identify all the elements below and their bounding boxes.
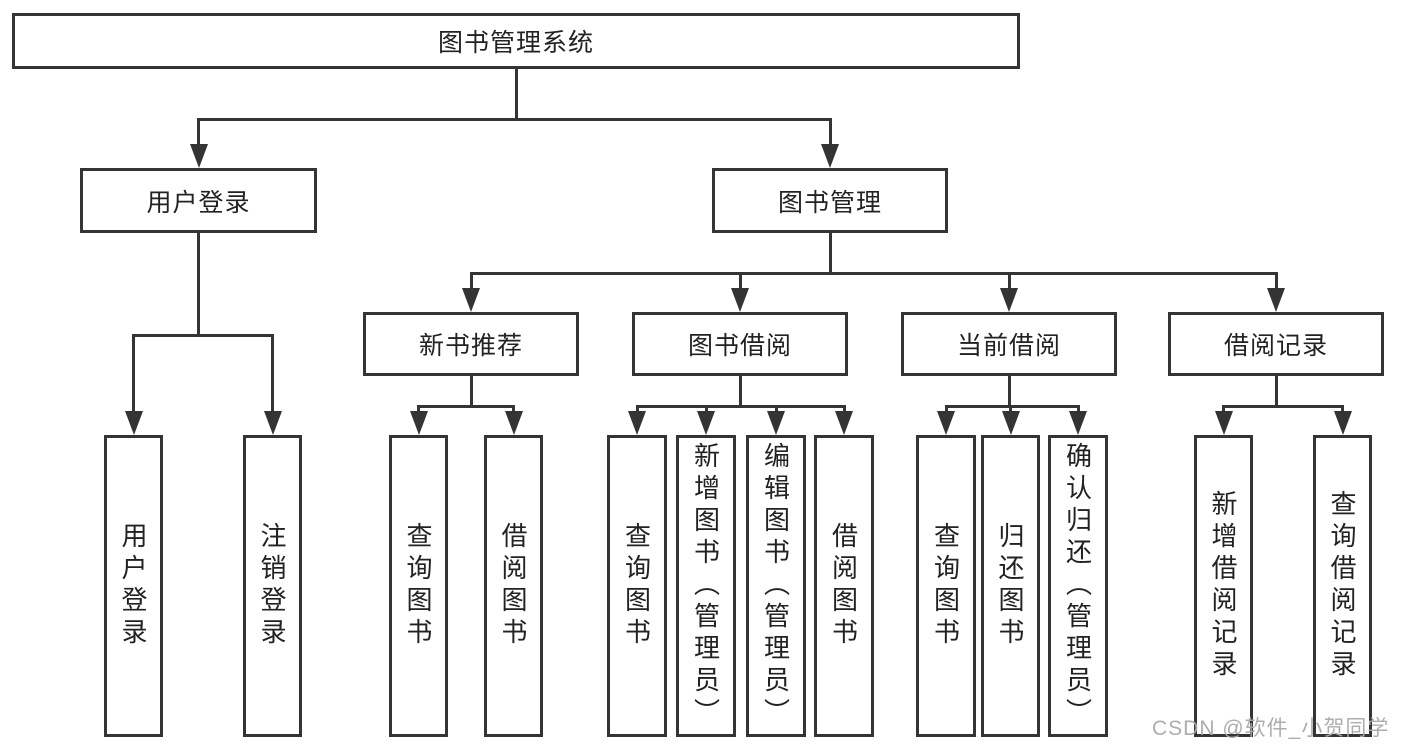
node-login: 用户登录 <box>104 435 163 737</box>
node-borrow-records: 借阅记录 <box>1168 312 1384 376</box>
node-label-login: 用户登录 <box>118 522 148 650</box>
node-br-query: 查询借阅记录 <box>1313 435 1372 737</box>
connector-drop-br-query <box>1341 406 1344 413</box>
connector-drop-nbr-borrow <box>512 406 515 413</box>
arrowhead-br-query <box>1333 411 1352 435</box>
connector-drop-user-login <box>197 119 200 146</box>
node-label-root: 图书管理系统 <box>437 29 594 57</box>
arrowhead-logout <box>263 411 282 435</box>
arrowhead-bb-query <box>628 411 646 435</box>
node-nbr-query: 查询图书 <box>389 435 448 737</box>
node-cb-confirm: 确认归还（管理员） <box>1048 435 1108 737</box>
arrowhead-book-borrow <box>731 288 749 312</box>
node-logout: 注销登录 <box>243 435 302 737</box>
arrowhead-login <box>124 411 143 435</box>
connector-stem-borrow-records <box>1274 376 1278 406</box>
connector-drop-borrow-records <box>1274 273 1278 290</box>
node-cb-query: 查询图书 <box>916 435 976 737</box>
arrowhead-bb-edit <box>767 411 785 435</box>
arrowhead-cb-query <box>937 411 955 435</box>
node-new-book-rec: 新书推荐 <box>363 312 579 376</box>
arrowhead-bb-borrow <box>835 411 853 435</box>
connector-rail-book-borrow <box>635 404 846 408</box>
node-nbr-borrow: 借阅图书 <box>484 435 543 737</box>
connector-stem-root <box>514 69 518 119</box>
node-label-current-borrow: 当前借阅 <box>956 332 1061 360</box>
connector-drop-new-book-rec <box>469 273 473 290</box>
arrowhead-nbr-borrow <box>504 411 523 435</box>
connector-drop-cb-query <box>944 406 948 413</box>
node-label-nbr-query: 查询图书 <box>403 522 433 650</box>
node-book-mgmt: 图书管理 <box>712 168 948 233</box>
node-label-bb-borrow: 借阅图书 <box>828 522 859 650</box>
arrowhead-cb-return <box>1001 411 1020 435</box>
connector-stem-current-borrow <box>1007 376 1011 406</box>
node-label-cb-query: 查询图书 <box>930 522 961 650</box>
connector-drop-br-add <box>1222 406 1225 413</box>
arrowhead-bb-add <box>697 411 715 435</box>
connector-rail-new-book-rec <box>417 404 515 408</box>
node-root: 图书管理系统 <box>12 13 1020 69</box>
node-br-add: 新增借阅记录 <box>1194 435 1253 737</box>
arrowhead-new-book-rec <box>462 288 480 312</box>
node-bb-borrow: 借阅图书 <box>814 435 874 737</box>
node-label-nbr-borrow: 借阅图书 <box>498 522 528 650</box>
connector-drop-cb-confirm <box>1076 406 1080 413</box>
connector-rail-current-borrow <box>944 404 1080 408</box>
node-label-book-borrow: 图书借阅 <box>687 332 792 360</box>
node-label-user-login: 用户登录 <box>146 188 251 217</box>
arrowhead-user-login <box>189 144 208 168</box>
connector-drop-bb-add <box>704 406 708 413</box>
node-label-cb-return: 归还图书 <box>995 522 1025 650</box>
connector-stem-new-book-rec <box>469 376 473 406</box>
connector-rail-root <box>197 117 832 121</box>
connector-rail-book-mgmt <box>469 271 1278 275</box>
arrowhead-current-borrow <box>1000 288 1018 312</box>
connector-drop-book-mgmt <box>828 119 832 146</box>
node-bb-edit: 编辑图书（管理员） <box>746 435 806 737</box>
connector-drop-bb-query <box>635 406 639 413</box>
connector-drop-login <box>132 335 135 413</box>
arrowhead-book-mgmt <box>821 144 839 168</box>
node-current-borrow: 当前借阅 <box>901 312 1117 376</box>
arrowhead-borrow-records <box>1267 288 1285 312</box>
arrowhead-nbr-query <box>409 411 428 435</box>
connector-stem-book-mgmt <box>828 233 832 273</box>
connector-drop-bb-borrow <box>842 406 846 413</box>
node-label-bb-query: 查询图书 <box>621 522 652 650</box>
arrowhead-cb-confirm <box>1069 411 1087 435</box>
node-label-borrow-records: 借阅记录 <box>1223 332 1328 360</box>
connector-drop-book-borrow <box>738 273 742 290</box>
connector-stem-user-login <box>197 233 200 335</box>
connector-rail-borrow-records <box>1222 404 1344 408</box>
node-label-book-mgmt: 图书管理 <box>777 188 882 217</box>
node-label-bb-add: 新增图书（管理员） <box>690 442 721 730</box>
connector-drop-nbr-query <box>417 406 420 413</box>
node-book-borrow: 图书借阅 <box>632 312 848 376</box>
arrowhead-br-add <box>1214 411 1233 435</box>
node-label-new-book-rec: 新书推荐 <box>418 332 523 360</box>
node-cb-return: 归还图书 <box>981 435 1040 737</box>
connector-rail-user-login <box>132 333 274 337</box>
node-bb-query: 查询图书 <box>607 435 667 737</box>
csdn-watermark: CSDN @软件_小贺同学 <box>1152 717 1390 740</box>
connector-drop-logout <box>271 335 274 413</box>
node-label-br-query: 查询借阅记录 <box>1327 490 1357 682</box>
node-user-login: 用户登录 <box>80 168 317 233</box>
node-label-bb-edit: 编辑图书（管理员） <box>760 442 791 730</box>
node-label-cb-confirm: 确认归还（管理员） <box>1062 442 1093 730</box>
connector-drop-current-borrow <box>1007 273 1011 290</box>
connector-drop-bb-edit <box>774 406 778 413</box>
connector-stem-book-borrow <box>738 376 742 406</box>
node-bb-add: 新增图书（管理员） <box>676 435 736 737</box>
node-label-br-add: 新增借阅记录 <box>1208 490 1238 682</box>
node-label-logout: 注销登录 <box>257 522 287 650</box>
connector-drop-cb-return <box>1009 406 1012 413</box>
